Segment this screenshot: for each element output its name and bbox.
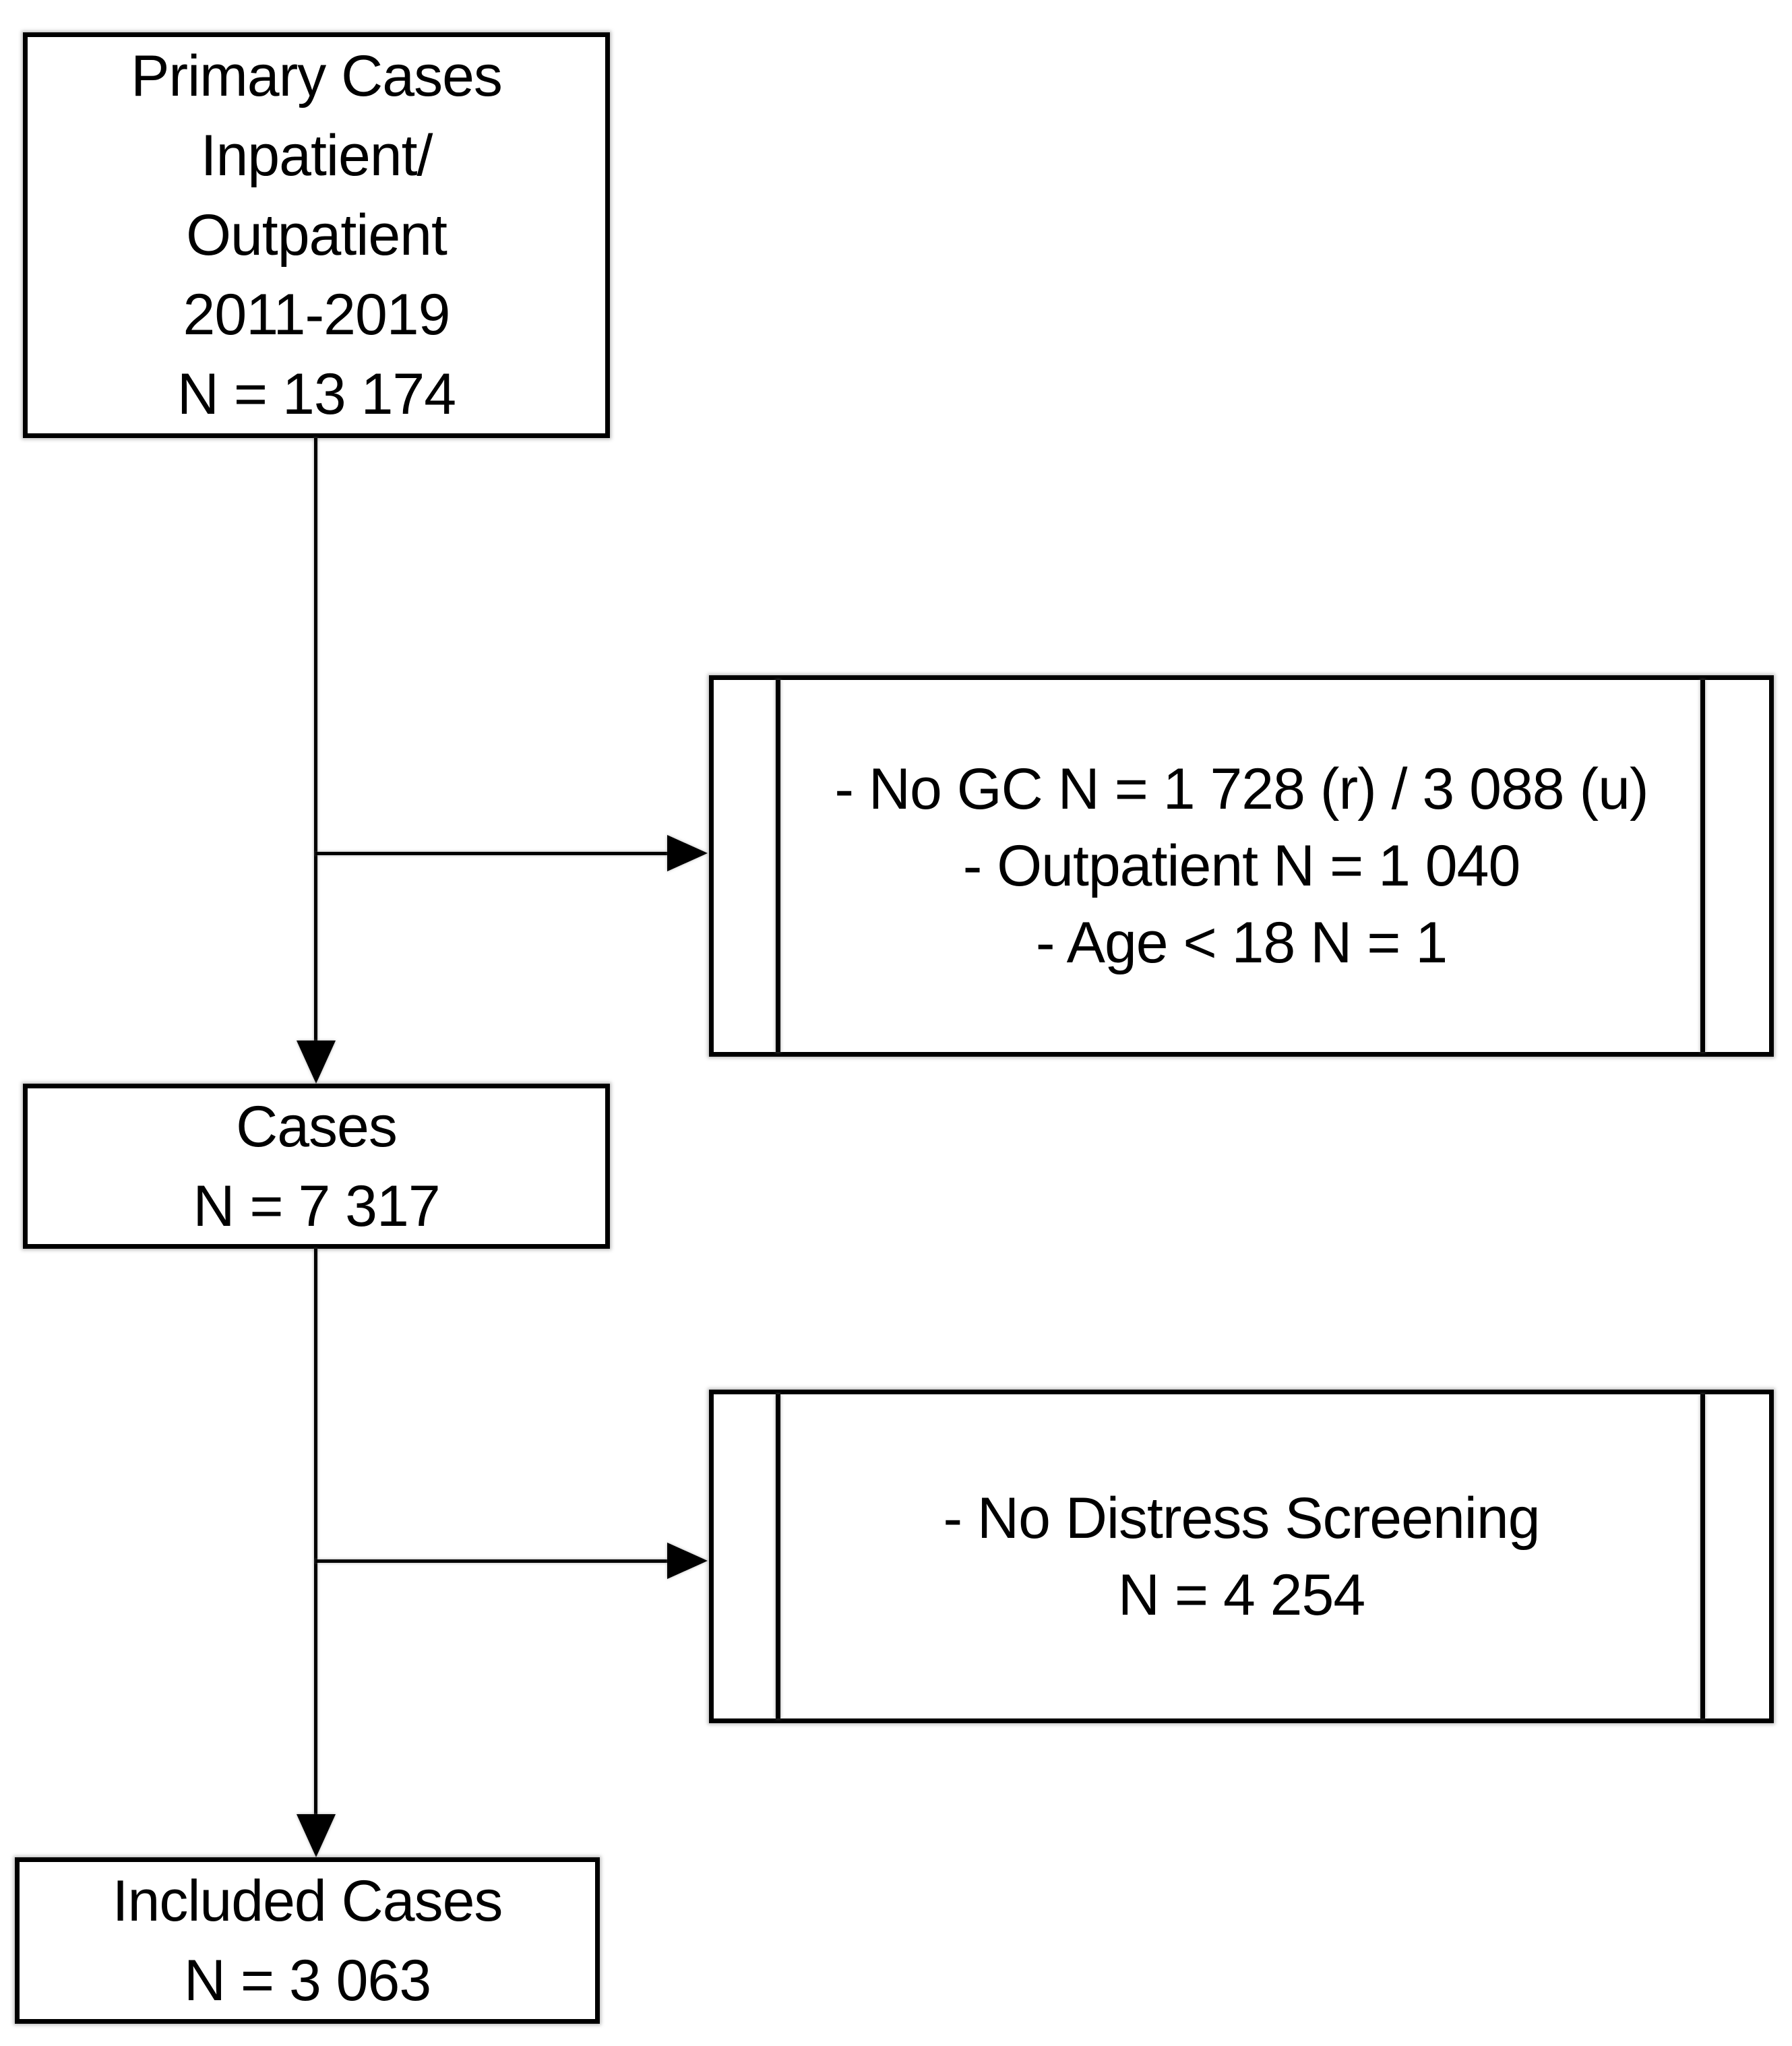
box-primary-cases-line: Outpatient	[186, 203, 447, 268]
inner-stripe-left	[776, 680, 780, 1052]
inner-stripe-right	[1700, 680, 1705, 1052]
box-primary-cases-line: 2011-2019	[183, 282, 451, 347]
box-included-cases: Included Cases N = 3 063	[15, 1857, 600, 2024]
connector-cases-to-included	[314, 1249, 317, 1817]
box-primary-cases: Primary Cases Inpatient/ Outpatient 2011…	[23, 32, 610, 438]
arrowhead-right-into-exclusion-1	[667, 835, 708, 871]
box-exclusion-2-line: N = 4 254	[1117, 1562, 1365, 1628]
box-exclusion-2: - No Distress Screening N = 4 254	[709, 1390, 1774, 1723]
connector-primary-to-cases	[314, 438, 317, 1045]
box-primary-cases-line: Inpatient/	[200, 123, 433, 188]
box-cases-line: N = 7 317	[193, 1173, 440, 1239]
connector-branch-to-exclusion-1	[315, 852, 667, 855]
box-cases: Cases N = 7 317	[23, 1084, 610, 1249]
arrowhead-right-into-exclusion-2	[667, 1543, 708, 1579]
box-exclusion-1-line: - Age < 18 N = 1	[1035, 910, 1448, 975]
box-primary-cases-line: Primary Cases	[131, 44, 503, 108]
box-primary-cases-line: N = 13 174	[177, 362, 456, 427]
box-exclusion-1-line: - Outpatient N = 1 040	[962, 834, 1521, 898]
inner-stripe-right	[1700, 1394, 1705, 1718]
arrowhead-down-into-included	[297, 1814, 336, 1857]
inner-stripe-left	[776, 1394, 780, 1718]
box-included-cases-line: Included Cases	[112, 1868, 503, 1933]
box-cases-line: Cases	[236, 1094, 398, 1159]
box-exclusion-1-line: - No GC N = 1 728 (r) / 3 088 (u)	[834, 757, 1648, 822]
box-exclusion-2-line: - No Distress Screening	[943, 1485, 1540, 1551]
box-included-cases-line: N = 3 063	[183, 1948, 431, 2013]
box-exclusion-1: - No GC N = 1 728 (r) / 3 088 (u) - Outp…	[709, 675, 1774, 1057]
arrowhead-down-into-cases	[297, 1041, 336, 1084]
connector-branch-to-exclusion-2	[315, 1559, 667, 1563]
